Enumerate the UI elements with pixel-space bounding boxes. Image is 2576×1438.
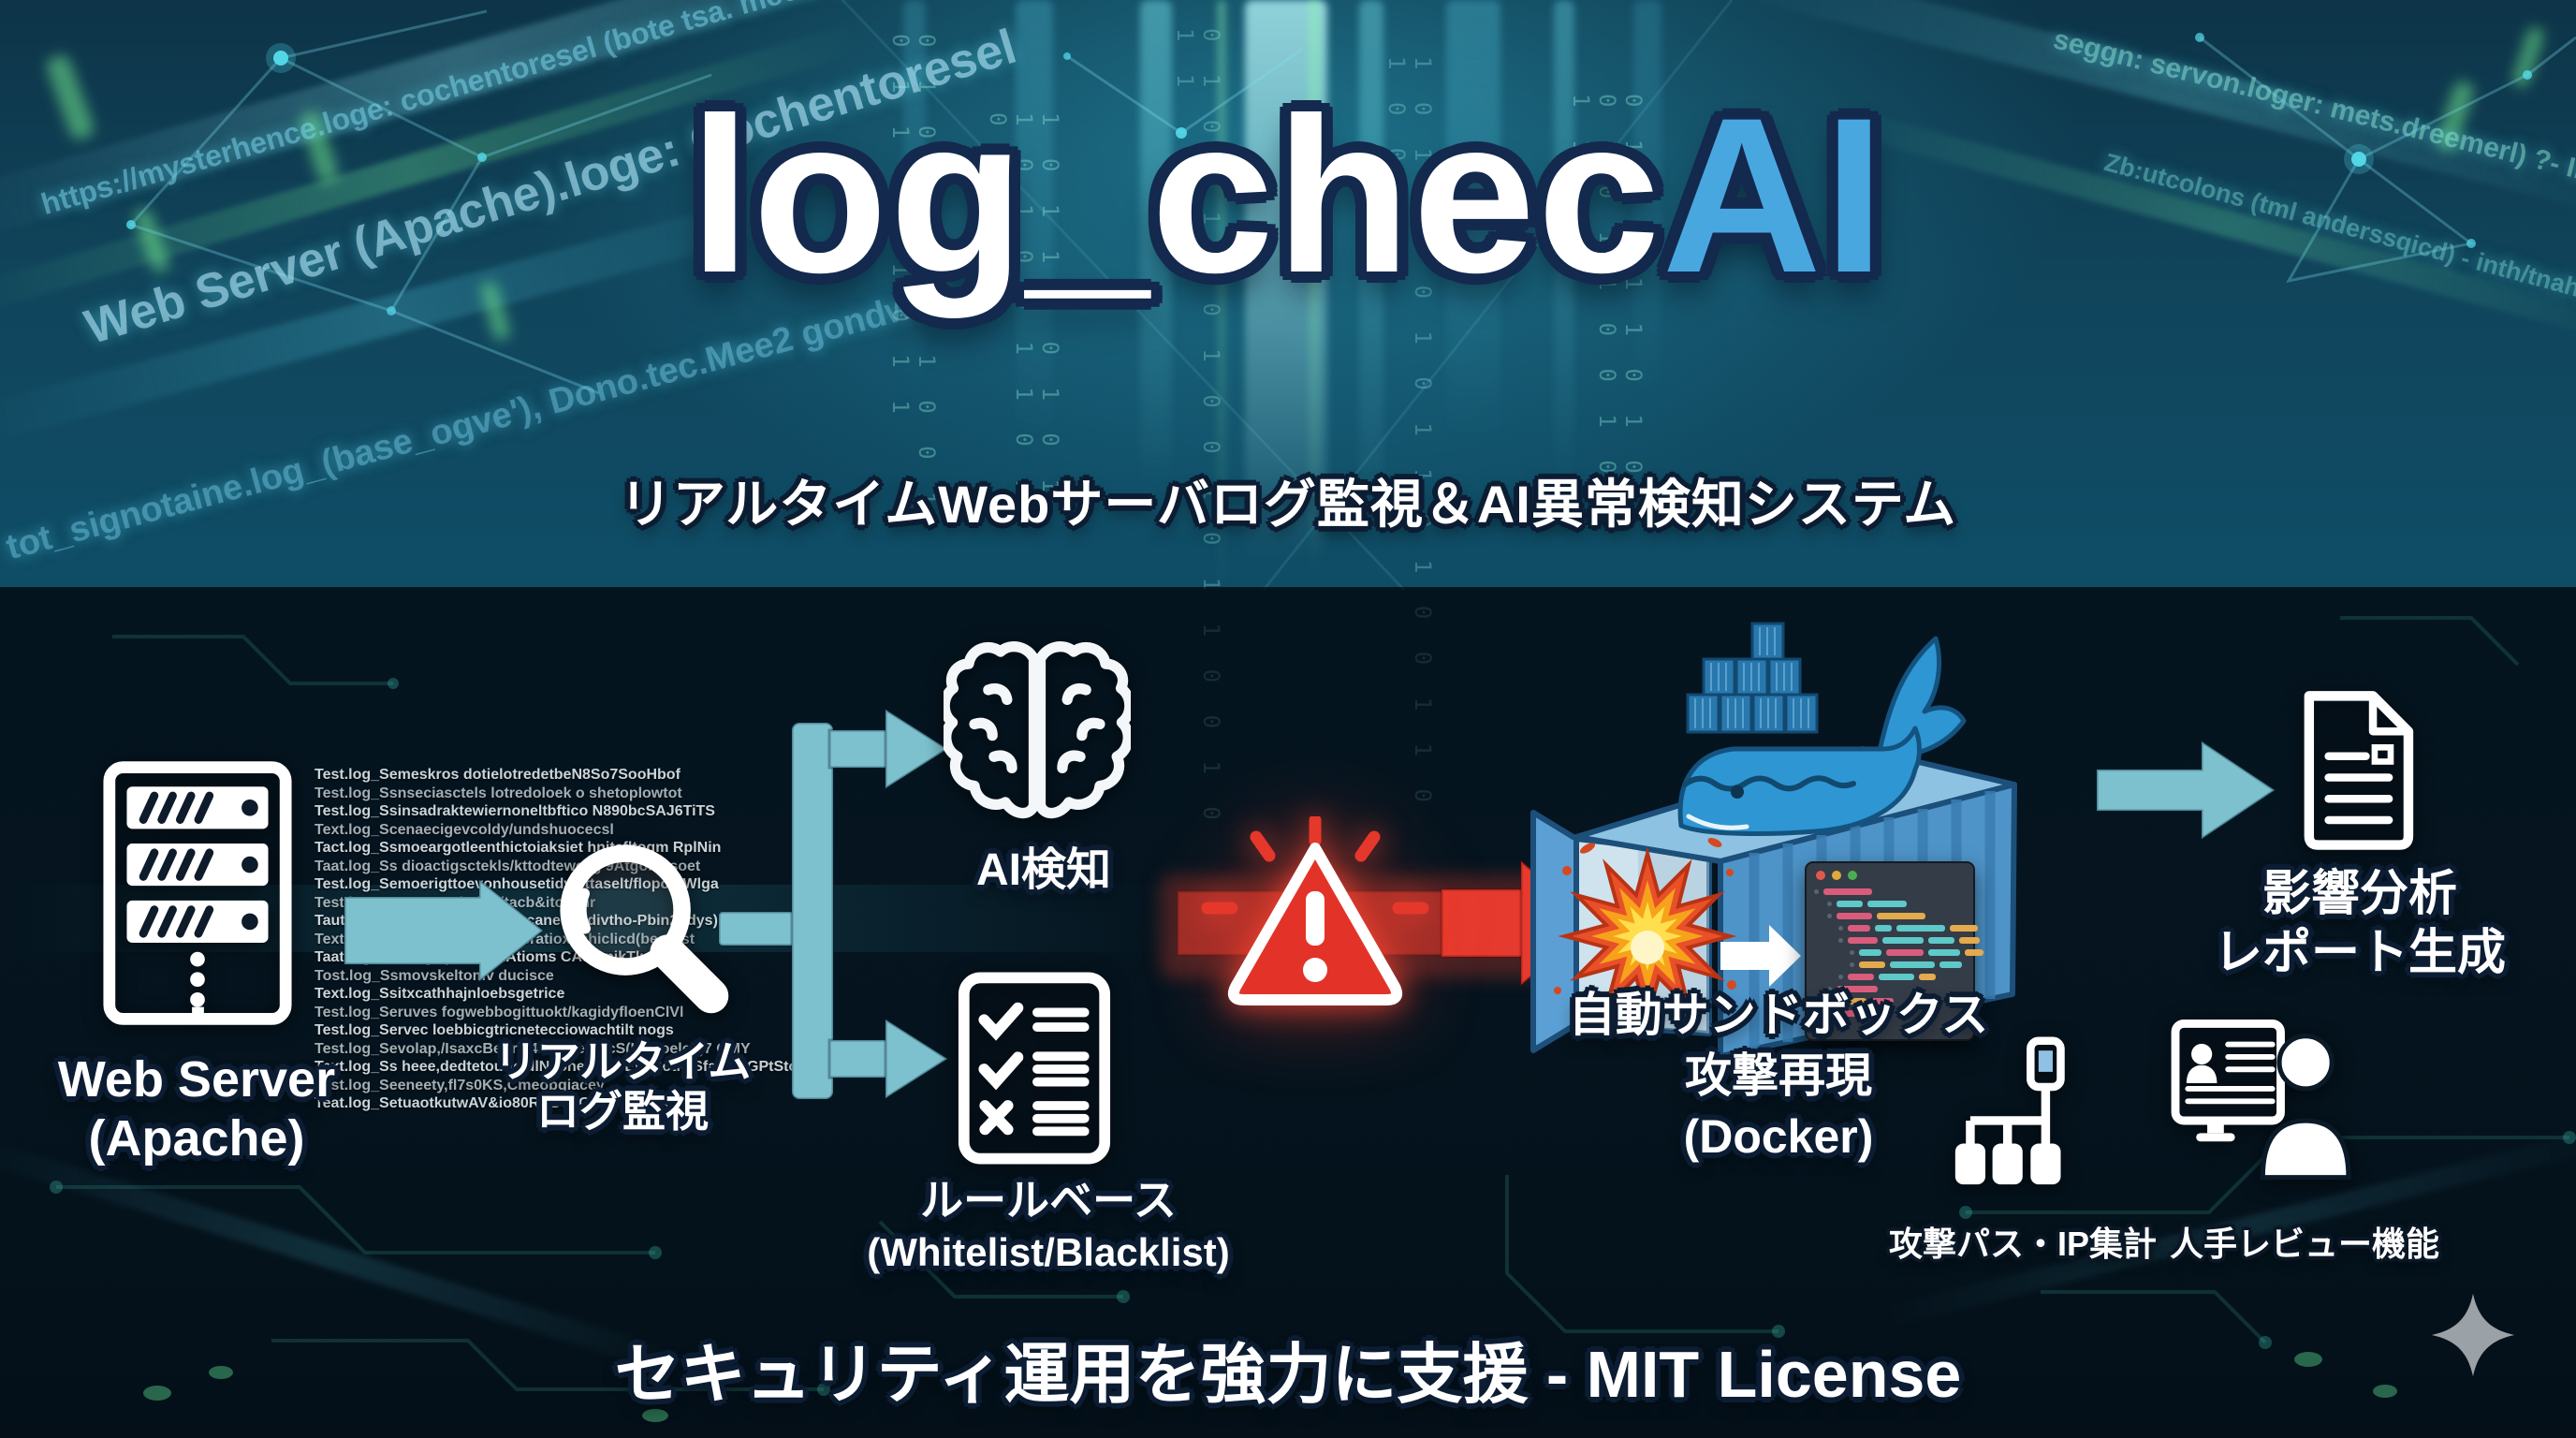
log-monitor-label-line1: リアルタイム: [493, 1037, 752, 1086]
code-line: [1814, 910, 1966, 922]
code-line: [1814, 971, 1966, 983]
report-label-line2: レポート生成: [2213, 926, 2506, 981]
sandbox-label-line3: (Docker): [1683, 1110, 1874, 1163]
branch-vertical-bar: [790, 721, 835, 1101]
binary-column: 0 1 0 0 1 1 0 1 0 0 1 0 1 1 0 0 1 0 1 1: [887, 34, 940, 515]
log-line: Test.log_Semoerigttoevonhousetidv ettase…: [315, 876, 719, 892]
human-review-icon: [2171, 1019, 2351, 1181]
sparkle-icon: [2431, 1293, 2515, 1377]
report-document-icon: [2304, 691, 2414, 850]
server-icon: [103, 761, 292, 1025]
glow-column: [1217, 0, 1226, 599]
code-line: [1814, 995, 1966, 1007]
arrow-explosion-to-code: [1720, 925, 1801, 987]
log-line: Test.log_Seruves fogwebbogittuokt/kagidy…: [315, 1004, 684, 1020]
explosion-icon: [1554, 838, 1737, 1026]
glow-column: [1016, 0, 1053, 440]
title-accent-part: AI: [1661, 72, 1887, 319]
web-server-label: Web Server (Apache): [33, 1050, 360, 1167]
traffic-light-dot: [1816, 871, 1825, 880]
arrow-server-to-monitor: [343, 876, 546, 985]
code-line: [1814, 898, 1966, 910]
checklist-icon: [958, 972, 1111, 1165]
arrow-to-rulebase: [884, 1017, 950, 1101]
log-line: Test.log_Servec loebbicgtricnetecciowach…: [315, 1022, 674, 1038]
log-line: Text.log_Ssitxcathhajnloebsgetrice: [315, 986, 565, 1002]
glow-column: [1446, 0, 1500, 440]
traffic-light-dot: [1832, 871, 1841, 880]
magnifier-icon: [560, 844, 729, 1014]
log-line: Text.log_Scenaecigevcoldy/undshuocecsl: [315, 821, 614, 838]
title-white-part: log_chec: [689, 72, 1662, 319]
warning-triangle-icon: [1201, 816, 1429, 1005]
rule-base-label-line2: (Whitelist/Blacklist): [867, 1230, 1230, 1274]
web-server-label-line1: Web Server: [57, 1051, 336, 1108]
glow-column: [1359, 0, 1383, 524]
log-line: Test.log_Ssinsadraktewiernoneltbftico N8…: [315, 803, 715, 819]
code-rows: [1814, 886, 1983, 1020]
code-line: [1814, 886, 1966, 898]
log-line: Test.log_Ssnseciasctels lotredoloek o sh…: [315, 785, 682, 801]
code-line: [1814, 1007, 1966, 1020]
log-line: Test.log_Seeneety,fl7s0KS,Cmeobgiacey: [315, 1077, 605, 1093]
docker-whale-icon: [1677, 622, 1967, 836]
code-line: [1814, 946, 1983, 959]
log-line: Teat.log_SetuaotkutwAV&io80R&DoxGCZL9T(9…: [315, 1095, 694, 1111]
brain-icon: [944, 641, 1131, 819]
human-review-label: 人手レビュー機能: [2169, 1225, 2439, 1263]
attack-path-label: 攻撃パス・IP集計: [1888, 1225, 2157, 1263]
code-line: [1814, 934, 1980, 946]
code-line: [1814, 922, 1978, 934]
log-monitor-label: リアルタイム ログ監視: [463, 1037, 782, 1137]
report-label-line1: 影響分析: [2261, 867, 2457, 921]
circuit-traces-graphic: [50, 616, 2576, 1422]
code-line: [1814, 959, 1966, 971]
ai-detect-label: AI検知: [975, 845, 1111, 895]
binary-column: 0 1 0 0 1 1 0 1 0 0 1 0 1 1 0 0 1 0 1 1: [1568, 94, 1647, 483]
code-line: [1814, 983, 1966, 995]
log-line: Test.log_Semeskros dotielotredetbeN8So7S…: [315, 767, 681, 783]
glow-column: [1633, 0, 1661, 403]
arrow-sandbox-to-report: [2095, 739, 2277, 842]
traffic-light-dot: [1848, 871, 1857, 880]
sandbox-label: 自動サンドボックス 攻撃再現 (Docker): [1507, 985, 2050, 1167]
web-server-label-line2: (Apache): [88, 1109, 305, 1167]
glow-column: [1140, 0, 1172, 487]
binary-column: 1 0 1 1 0 0 1 0 1 1 0 1 0 0 1 1 0 1 0 0: [985, 112, 1063, 502]
log-line: Test.log_Sevolap,/IsaxcBePria4Ns8&eoincS…: [315, 1040, 751, 1057]
glow-column: [1309, 0, 1320, 580]
sandbox-label-line2: 攻撃再現: [1685, 1049, 1872, 1102]
traffic-lights: [1816, 871, 1966, 880]
tagline: セキュリティ運用を強力に支援 - MIT License: [614, 1338, 1962, 1411]
code-editor-window: [1805, 861, 1983, 1041]
page-title: log_checAI: [0, 80, 2576, 313]
report-label: 影響分析 レポート生成: [2205, 865, 2514, 984]
rule-base-label-line1: ルールベース: [920, 1176, 1177, 1225]
glow-column: [1554, 0, 1574, 487]
glow-column: [903, 0, 926, 403]
subtitle: リアルタイムWebサーバログ監視＆AI異常検知システム: [619, 475, 1957, 534]
sandbox-label-line1: 自動サンドボックス: [1568, 989, 1989, 1041]
network-lines-graphic: [126, 0, 2576, 592]
log-monitor-label-line2: ログ監視: [536, 1087, 709, 1137]
arrow-to-ai: [884, 707, 950, 791]
diagram-band-overlay: [0, 587, 2576, 1438]
attack-path-tree-icon: [1954, 1036, 2065, 1185]
docker-sandbox-icon: [1530, 622, 2017, 1059]
log-line: Text.log_Ss heee,dedtetouricidlNeonellit…: [315, 1059, 798, 1075]
log-line: Tost.log_Ssmovskeltomv ducisce: [315, 967, 554, 984]
